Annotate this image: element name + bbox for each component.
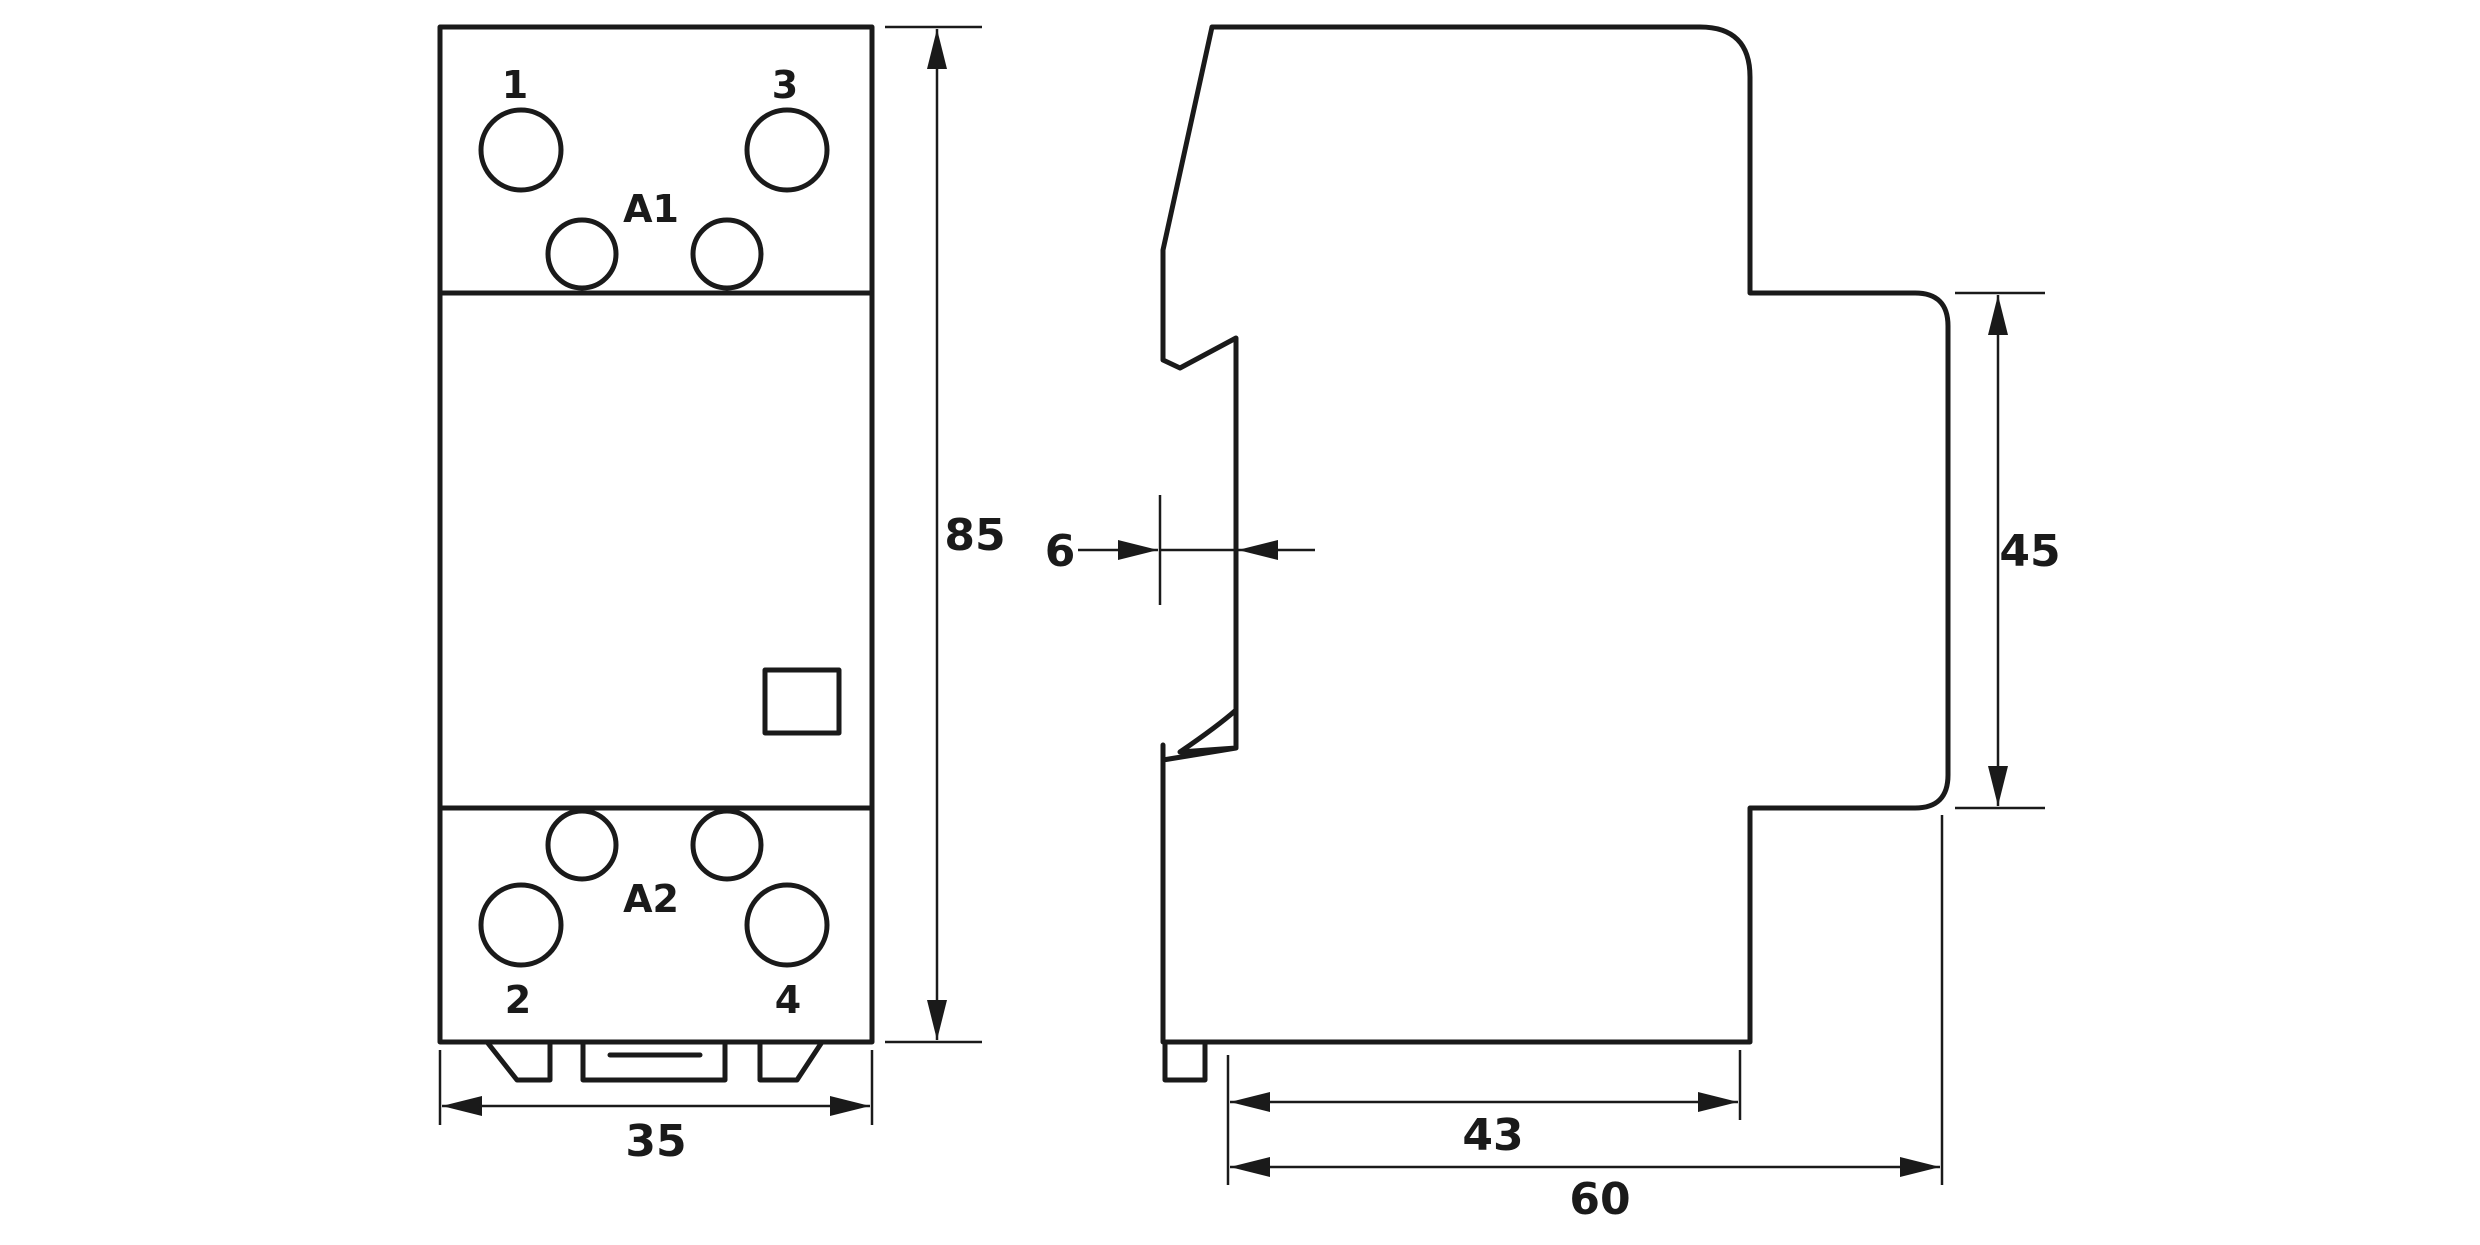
dimension-depth-total: 60 [1230,815,1944,1225]
coil-label-a1: A1 [623,187,679,231]
dimension-front-height: 45 [1955,291,2061,810]
din-rail-clip [1162,1039,1208,1083]
terminal-screw [744,882,830,968]
terminal-screw [690,217,764,291]
terminal-screw [545,217,619,291]
terminal-screw [478,107,564,193]
terminal-screw [744,107,830,193]
status-window [762,667,842,736]
dimension-depth-front: 43 [1226,1050,1742,1185]
dimension-label-depth-front: 43 [1462,1110,1523,1161]
terminal-label-3: 3 [772,63,798,107]
front-view: 1 3 A1 A2 2 4 [437,24,875,1083]
dimension-label-front-height: 45 [1999,526,2060,577]
dimension-label-height: 85 [944,510,1005,561]
dimension-label-width: 35 [625,1116,686,1167]
terminal-label-2: 2 [505,978,531,1022]
side-profile-outline [1160,24,1951,1045]
dimension-height: 85 [885,25,1006,1044]
dimension-label-depth-total: 60 [1569,1174,1630,1225]
dimension-width: 35 [438,1050,874,1167]
dimension-rail-thickness: 6 [1045,495,1315,605]
terminal-label-4: 4 [775,978,801,1022]
terminal-screw [545,808,619,882]
din-clip-feet [484,1039,825,1083]
terminal-screw [478,882,564,968]
terminal-screw [690,808,764,882]
coil-label-a2: A2 [623,877,679,921]
dimension-label-rail: 6 [1045,526,1076,577]
side-view [1160,24,1951,1083]
terminal-label-1: 1 [502,63,528,107]
